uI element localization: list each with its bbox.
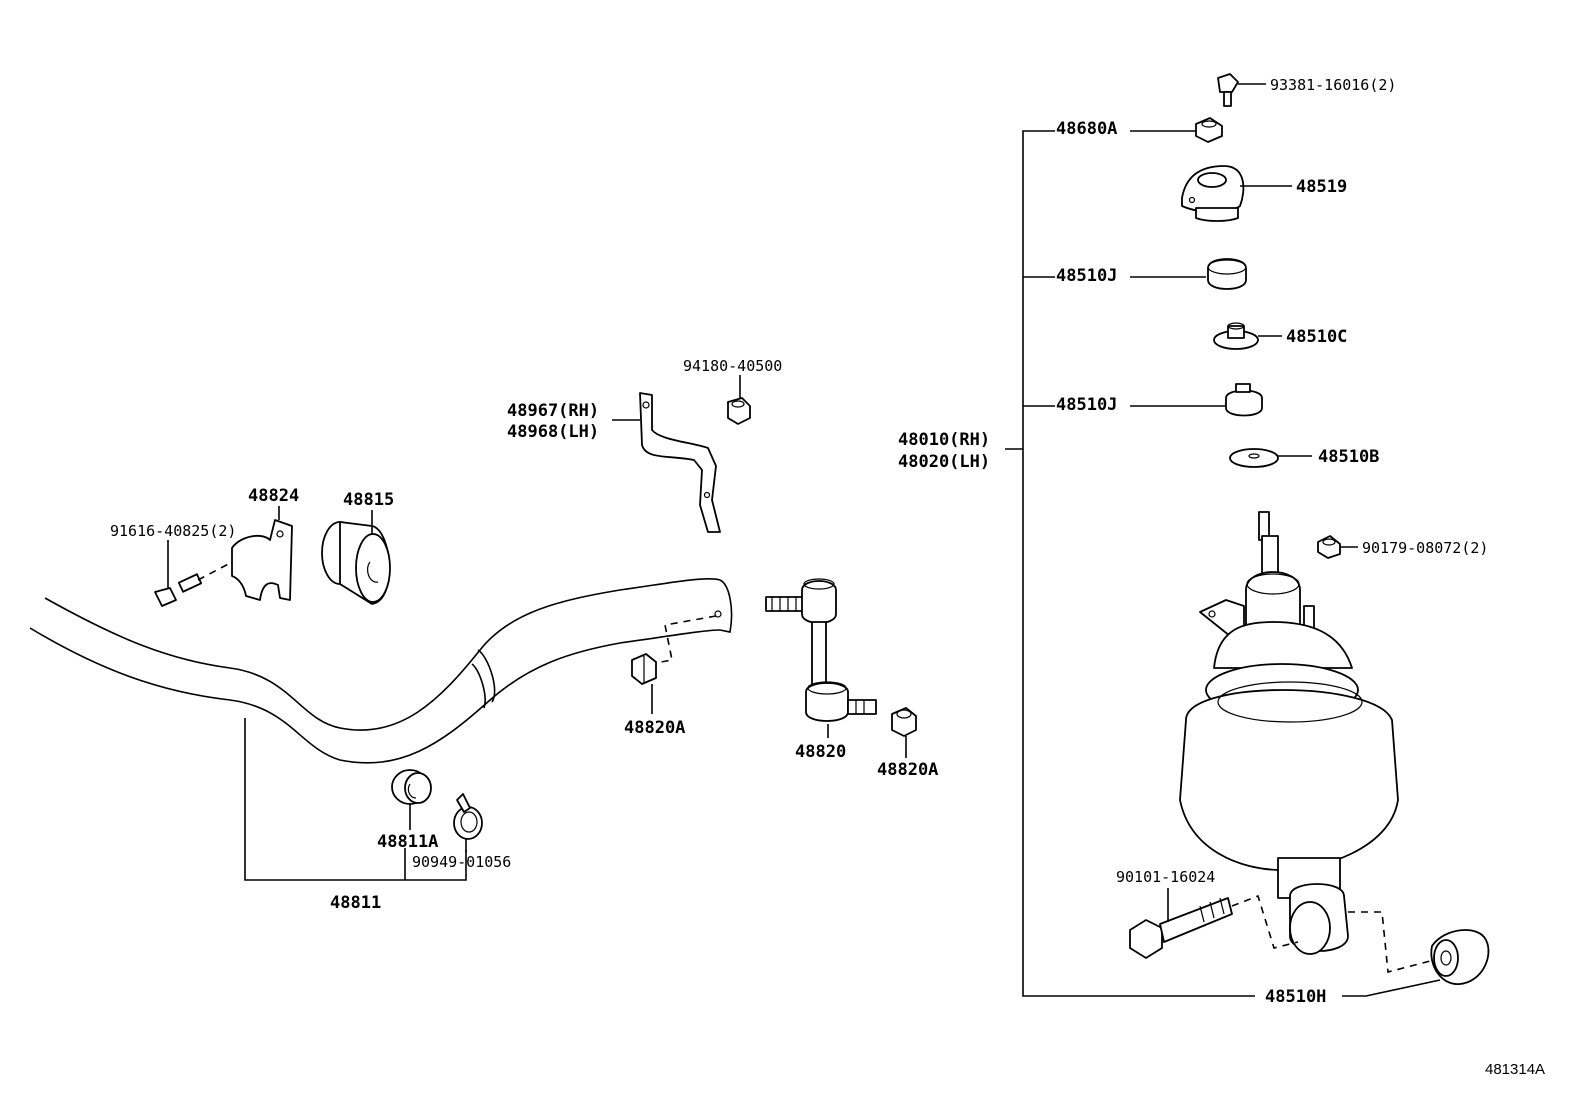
label-48811a: 48811A: [377, 832, 438, 852]
retainer-48510c: [1213, 322, 1282, 350]
bolt-93381: [1217, 73, 1266, 107]
bushing-48815: [321, 510, 391, 605]
nut-48820a-right: [891, 707, 917, 758]
support-48519: [1181, 165, 1292, 222]
label-48510h: 48510H: [1265, 987, 1326, 1007]
stabilizer-bar: [29, 578, 733, 764]
label-48820: 48820: [795, 742, 846, 762]
label-48820a-left: 48820A: [624, 718, 685, 738]
label-48020: 48020(LH): [898, 452, 990, 472]
label-90949: 90949-01056: [412, 853, 511, 871]
nut-94180: [727, 375, 751, 425]
bracket-48967: [612, 392, 721, 533]
label-93381: 93381-16016(2): [1270, 76, 1396, 94]
nut-48680a: [1130, 117, 1223, 143]
bracket-48824: [231, 506, 293, 601]
bushing-48510h: [1342, 911, 1490, 997]
bolt-90101: [1129, 888, 1299, 959]
clamp-90949: [453, 793, 483, 852]
label-48680a: 48680A: [1056, 119, 1117, 139]
bushing-48811a: [391, 769, 432, 830]
label-90101: 90101-16024: [1116, 868, 1215, 886]
label-48820a-right: 48820A: [877, 760, 938, 780]
label-48967: 48967(RH): [507, 401, 599, 421]
leader-48811: [244, 718, 467, 881]
bolt-48820a-left: [631, 653, 657, 714]
label-48010: 48010(RH): [898, 430, 990, 450]
label-94180: 94180-40500: [683, 357, 782, 375]
label-48811: 48811: [330, 893, 381, 913]
cushion-48510j-bottom: [1130, 383, 1263, 417]
label-48510b: 48510B: [1318, 447, 1379, 467]
label-48968: 48968(LH): [507, 422, 599, 442]
stabilizer-link-48820: [765, 578, 877, 738]
nut-90179: [1317, 535, 1358, 559]
label-90179: 90179-08072(2): [1362, 539, 1488, 557]
label-48510j-top: 48510J: [1056, 266, 1117, 286]
bolt-91616: [154, 540, 237, 607]
label-48510c: 48510C: [1286, 327, 1347, 347]
label-48824: 48824: [248, 486, 299, 506]
label-48510j-bottom: 48510J: [1056, 395, 1117, 415]
label-48815: 48815: [343, 490, 394, 510]
air-strut-body: [1179, 511, 1399, 955]
cushion-48510j-top: [1130, 258, 1247, 290]
assembly-bracket-48010: [1022, 130, 1255, 997]
washer-48510b: [1229, 448, 1312, 468]
label-48519: 48519: [1296, 177, 1347, 197]
figure-id: 481314A: [1485, 1061, 1545, 1078]
label-91616: 91616-40825(2): [110, 522, 236, 540]
